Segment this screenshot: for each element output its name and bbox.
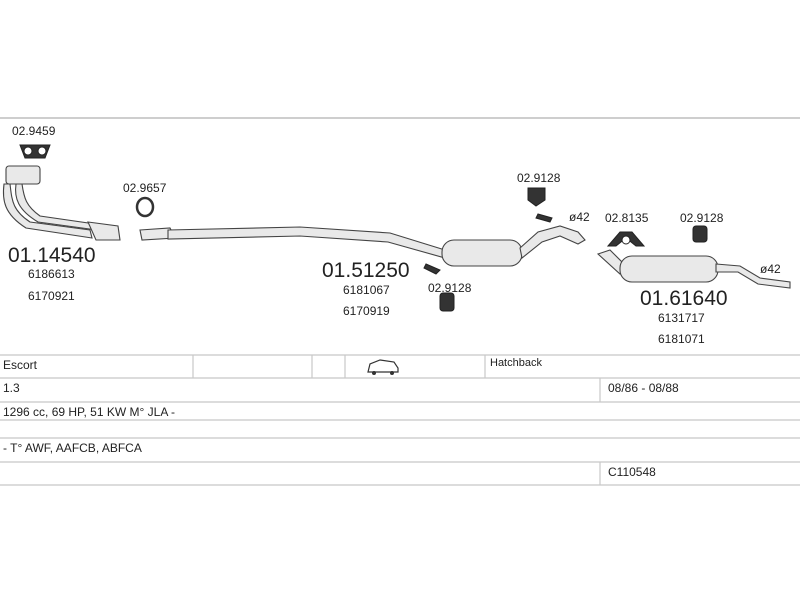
engine-cell: 1.3 [3, 381, 20, 395]
front-pipe-oe-2: 6170921 [28, 289, 75, 303]
rubber-rear-part-no: 02.9128 [680, 211, 724, 225]
ring-gasket-part-no: 02.9657 [123, 181, 167, 195]
rubber-hanger-upper-icon [527, 187, 546, 207]
middle-oe-1: 6181067 [343, 283, 390, 297]
rear-mount-part-no: 02.8135 [605, 211, 649, 225]
years-cell: 08/86 - 08/88 [608, 381, 679, 395]
model-cell: Escort [3, 358, 38, 372]
rubber-hanger-icon [439, 292, 455, 312]
rear-silencer-drawing [596, 249, 791, 289]
gasket-part-no: 02.9459 [12, 124, 56, 138]
diameter-rear: ø42 [760, 262, 781, 276]
car-hatchback-icon [367, 359, 399, 375]
codes-cell: - T° AWF, AAFCB, ABFCA [3, 441, 142, 455]
gasket-icon [19, 144, 51, 159]
front-pipe-drawing [2, 165, 121, 241]
rubber-mid-part-no: 02.9128 [428, 281, 472, 295]
rubber-upper-part-no: 02.9128 [517, 171, 561, 185]
middle-part-no: 01.51250 [322, 259, 410, 282]
rear-mount-icon [606, 231, 646, 247]
rear-oe-2: 6181071 [658, 332, 705, 346]
catalog-no-cell: C110548 [608, 465, 656, 479]
front-pipe-oe-1: 6186613 [28, 267, 75, 281]
rear-oe-1: 6131717 [658, 311, 705, 325]
diameter-mid: ø42 [569, 210, 590, 224]
middle-pipe-drawing [139, 225, 586, 275]
spec-cell: 1296 cc, 69 HP, 51 KW M° JLA - [3, 405, 175, 419]
vehicle-info-table: Escort Hatchback 1.3 08/86 - 08/88 1296 … [0, 355, 800, 485]
rubber-hanger-rear-icon [692, 225, 708, 243]
ring-gasket-icon [135, 196, 155, 218]
info-table-grid [0, 354, 800, 486]
body-type-cell: Hatchback [490, 357, 542, 369]
front-pipe-part-no: 01.14540 [8, 244, 96, 267]
rear-part-no: 01.61640 [640, 287, 728, 310]
middle-oe-2: 6170919 [343, 304, 390, 318]
